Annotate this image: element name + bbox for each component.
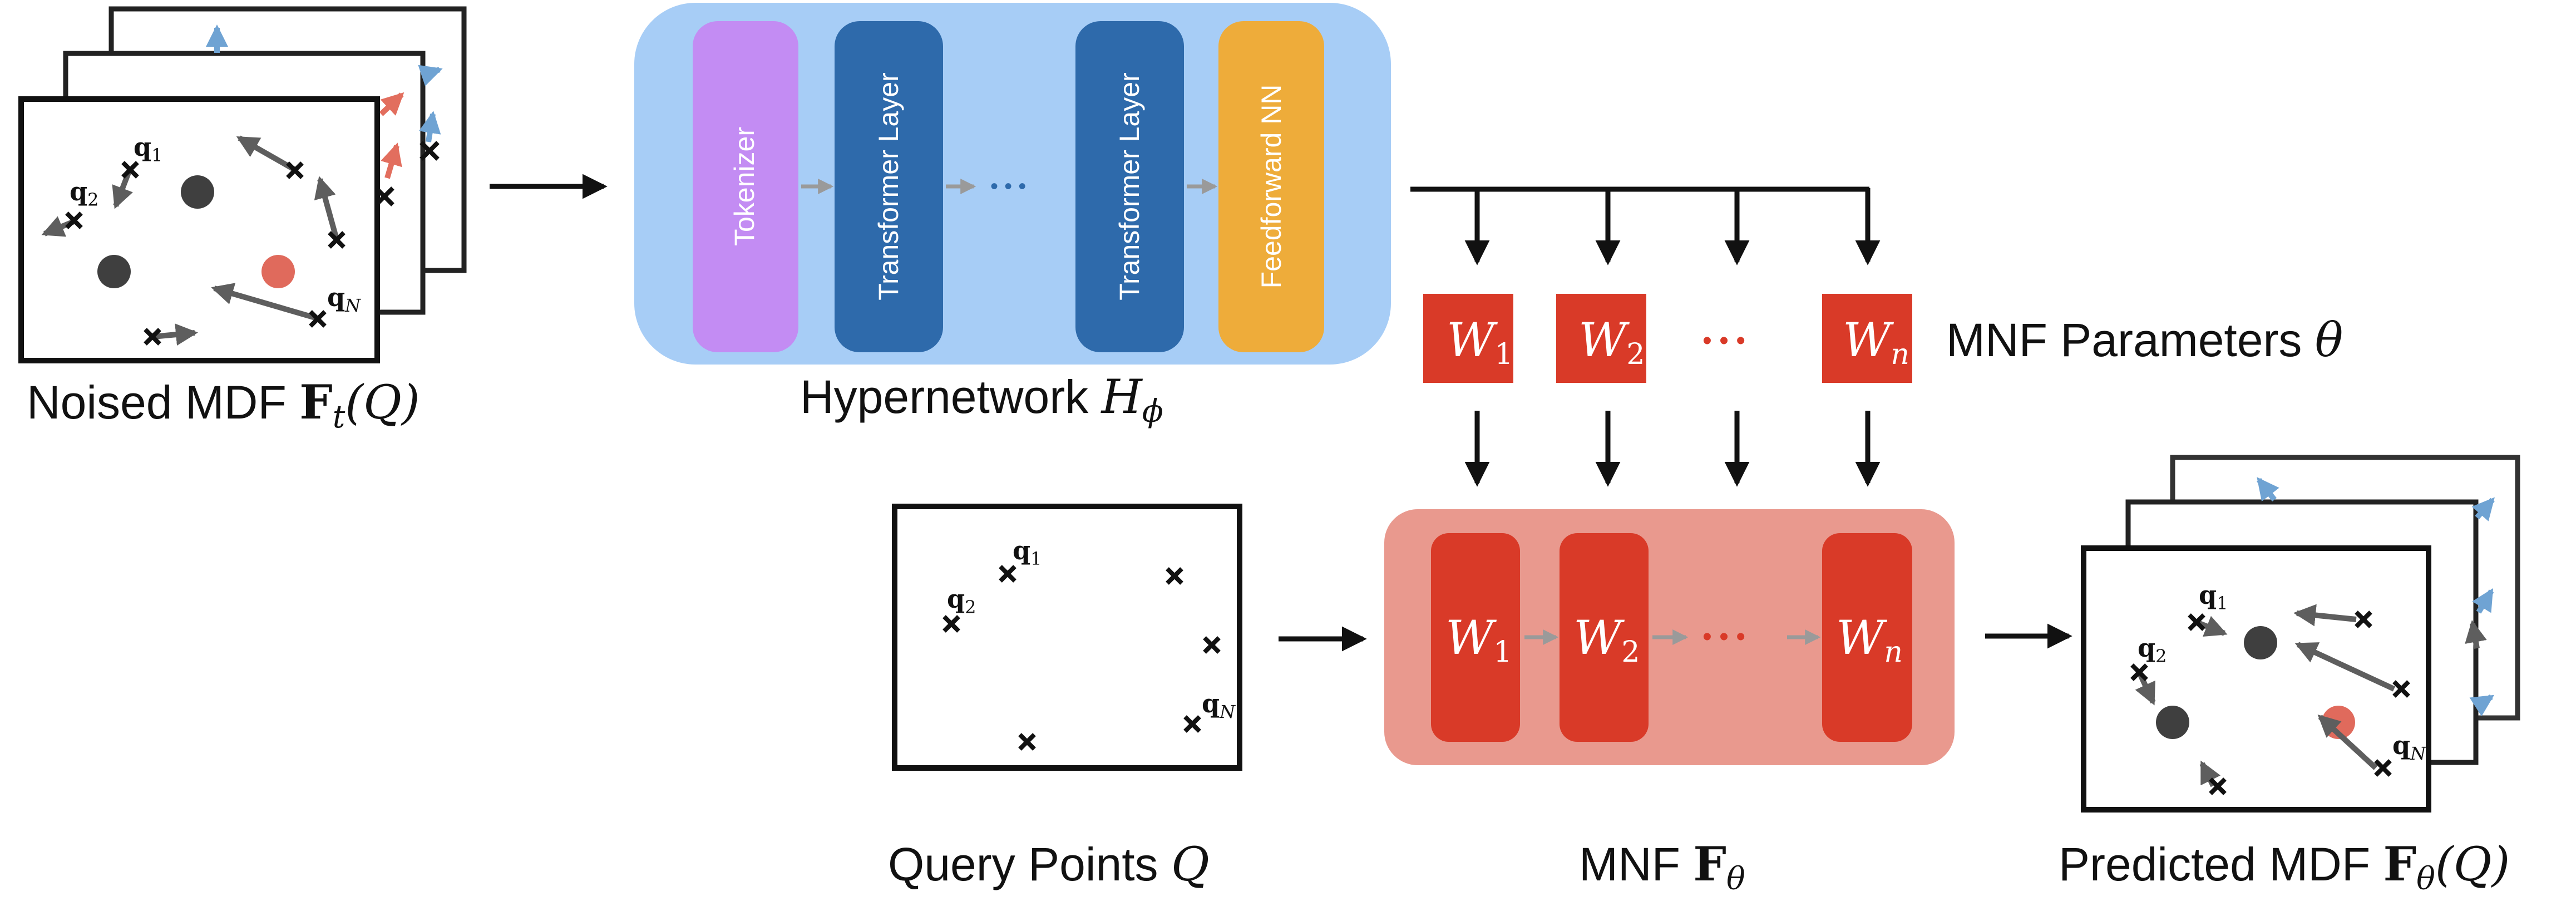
predicted-mdf-label: Predicted MDF Fθ(Q) (2059, 836, 2510, 897)
transformer-layer-label-1: Transformer Layer (873, 72, 904, 300)
noised-blue-vector (418, 111, 441, 142)
noised-red-vector (381, 142, 402, 179)
predicted-gray-vector (2317, 714, 2378, 770)
predicted-mdf-stack: q1 q2 qN (2081, 455, 2520, 813)
predicted-blue-vector (2469, 694, 2495, 717)
query-q1-label: q1 (1013, 535, 1042, 569)
transformer-layer-block-1 (835, 21, 943, 352)
predicted-blue-vector (2472, 588, 2494, 614)
noised-cross-marker (144, 328, 161, 346)
hypernetwork-label: Hypernetwork Hϕ (800, 370, 1163, 430)
noised-mdf-label: Noised MDF Ft(Q) (27, 375, 420, 435)
predicted-q2-label: q2 (2138, 633, 2167, 667)
feedforward-block (1218, 21, 1324, 352)
query-cross-marker (1203, 636, 1221, 654)
weight-block-2-label: W2 (1578, 313, 1645, 371)
noised-cross-marker (309, 310, 327, 328)
predicted-blue-vector (2257, 477, 2279, 502)
query-q2-label: q2 (947, 584, 976, 618)
noised-red-vector (379, 92, 404, 116)
query-cross-marker (1018, 733, 1036, 751)
noised-dark-point (97, 255, 131, 288)
query-cross-marker (942, 615, 960, 633)
query-qN-label: qN (1202, 688, 1236, 722)
mnf-parameters-label: MNF Parameters θ (1946, 313, 2343, 367)
noised-cross-marker (328, 231, 346, 249)
weight-block-n (1822, 294, 1912, 383)
weight-ellipsis: • • • (1702, 326, 1745, 356)
noised-cross-marker (121, 161, 139, 179)
query-points-panel: q1 q2 qN (892, 504, 1242, 771)
mnf-label: MNF Fθ (1579, 836, 1745, 897)
noised-red-point (261, 255, 295, 288)
predicted-dark-point (2244, 626, 2277, 659)
hypernetwork-background (634, 3, 1391, 365)
weight-block-2 (1556, 294, 1646, 383)
noised-q1-label: q1 (134, 132, 163, 166)
noised-cross-marker (420, 141, 440, 161)
weight-block-1-label: W1 (1447, 313, 1513, 371)
predicted-dark-point (2156, 706, 2189, 739)
tokenizer-label: Tokenizer (729, 127, 760, 246)
mnf-layer-2-label: W2 (1573, 610, 1640, 669)
mnf-layer-1-label: W1 (1445, 610, 1512, 669)
mnf-ellipsis: • • • (1702, 622, 1745, 652)
noised-cross-marker (65, 211, 83, 229)
query-cross-marker (1183, 715, 1201, 733)
parameter-distribution-arrows (1410, 186, 1881, 265)
predicted-gray-vector (2294, 642, 2396, 692)
transformer-layer-block-2 (1075, 21, 1184, 352)
hypernet-ellipsis: • • • (990, 174, 1026, 199)
mnf-layer-1 (1431, 533, 1520, 742)
noised-mdf-stack: q1 q2 qN (18, 6, 467, 363)
weights-to-mnf-arrows (1464, 411, 1881, 487)
predicted-q1-label: q1 (2199, 580, 2228, 614)
predicted-cross-marker (2188, 613, 2205, 631)
feedforward-label: Feedforward NN (1256, 85, 1287, 289)
mnf-parameters-row: W1 W2 • • • Wn (1423, 294, 1912, 383)
noised-mdf-frame-front (18, 96, 380, 363)
mnf-layer-2 (1560, 533, 1649, 742)
noised-gray-vector (236, 135, 297, 173)
noised-qN-label: qN (327, 282, 361, 316)
noised-cross-marker (286, 161, 304, 179)
predicted-gray-vector (2465, 620, 2487, 649)
noised-gray-vector (152, 323, 198, 346)
mnf-panel: W1 W2 Wn • • • (1384, 509, 1955, 765)
noised-blue-vector (418, 65, 443, 86)
predicted-cross-marker (2355, 610, 2372, 628)
query-points-frame (892, 504, 1242, 771)
noised-gray-vector (211, 283, 318, 321)
query-points-label: Query Points Q (888, 837, 1210, 892)
transformer-layer-label-2: Transformer Layer (1114, 72, 1145, 300)
predicted-cross-marker (2209, 777, 2227, 795)
noised-dark-point (181, 175, 214, 209)
query-cross-marker (1166, 567, 1183, 585)
noised-gray-vector (314, 176, 339, 240)
predicted-cross-marker (2374, 759, 2392, 777)
mnf-layer-n (1822, 533, 1912, 742)
predicted-blue-vector (2471, 497, 2495, 521)
query-cross-marker (999, 565, 1016, 583)
noised-gray-vector (112, 169, 133, 209)
predicted-cross-marker (2130, 663, 2148, 681)
mnf-layer-n-label: Wn (1836, 610, 1903, 669)
noised-q2-label: q2 (70, 176, 99, 210)
weight-block-1 (1423, 294, 1513, 383)
weight-block-n-label: Wn (1843, 313, 1909, 371)
predicted-qN-label: qN (2392, 730, 2426, 764)
tokenizer-block (693, 21, 798, 352)
predicted-gray-vector (2293, 604, 2357, 627)
predicted-cross-marker (2392, 680, 2410, 698)
hypernetwork-panel: Tokenizer Transformer Layer Transformer … (634, 3, 1391, 365)
